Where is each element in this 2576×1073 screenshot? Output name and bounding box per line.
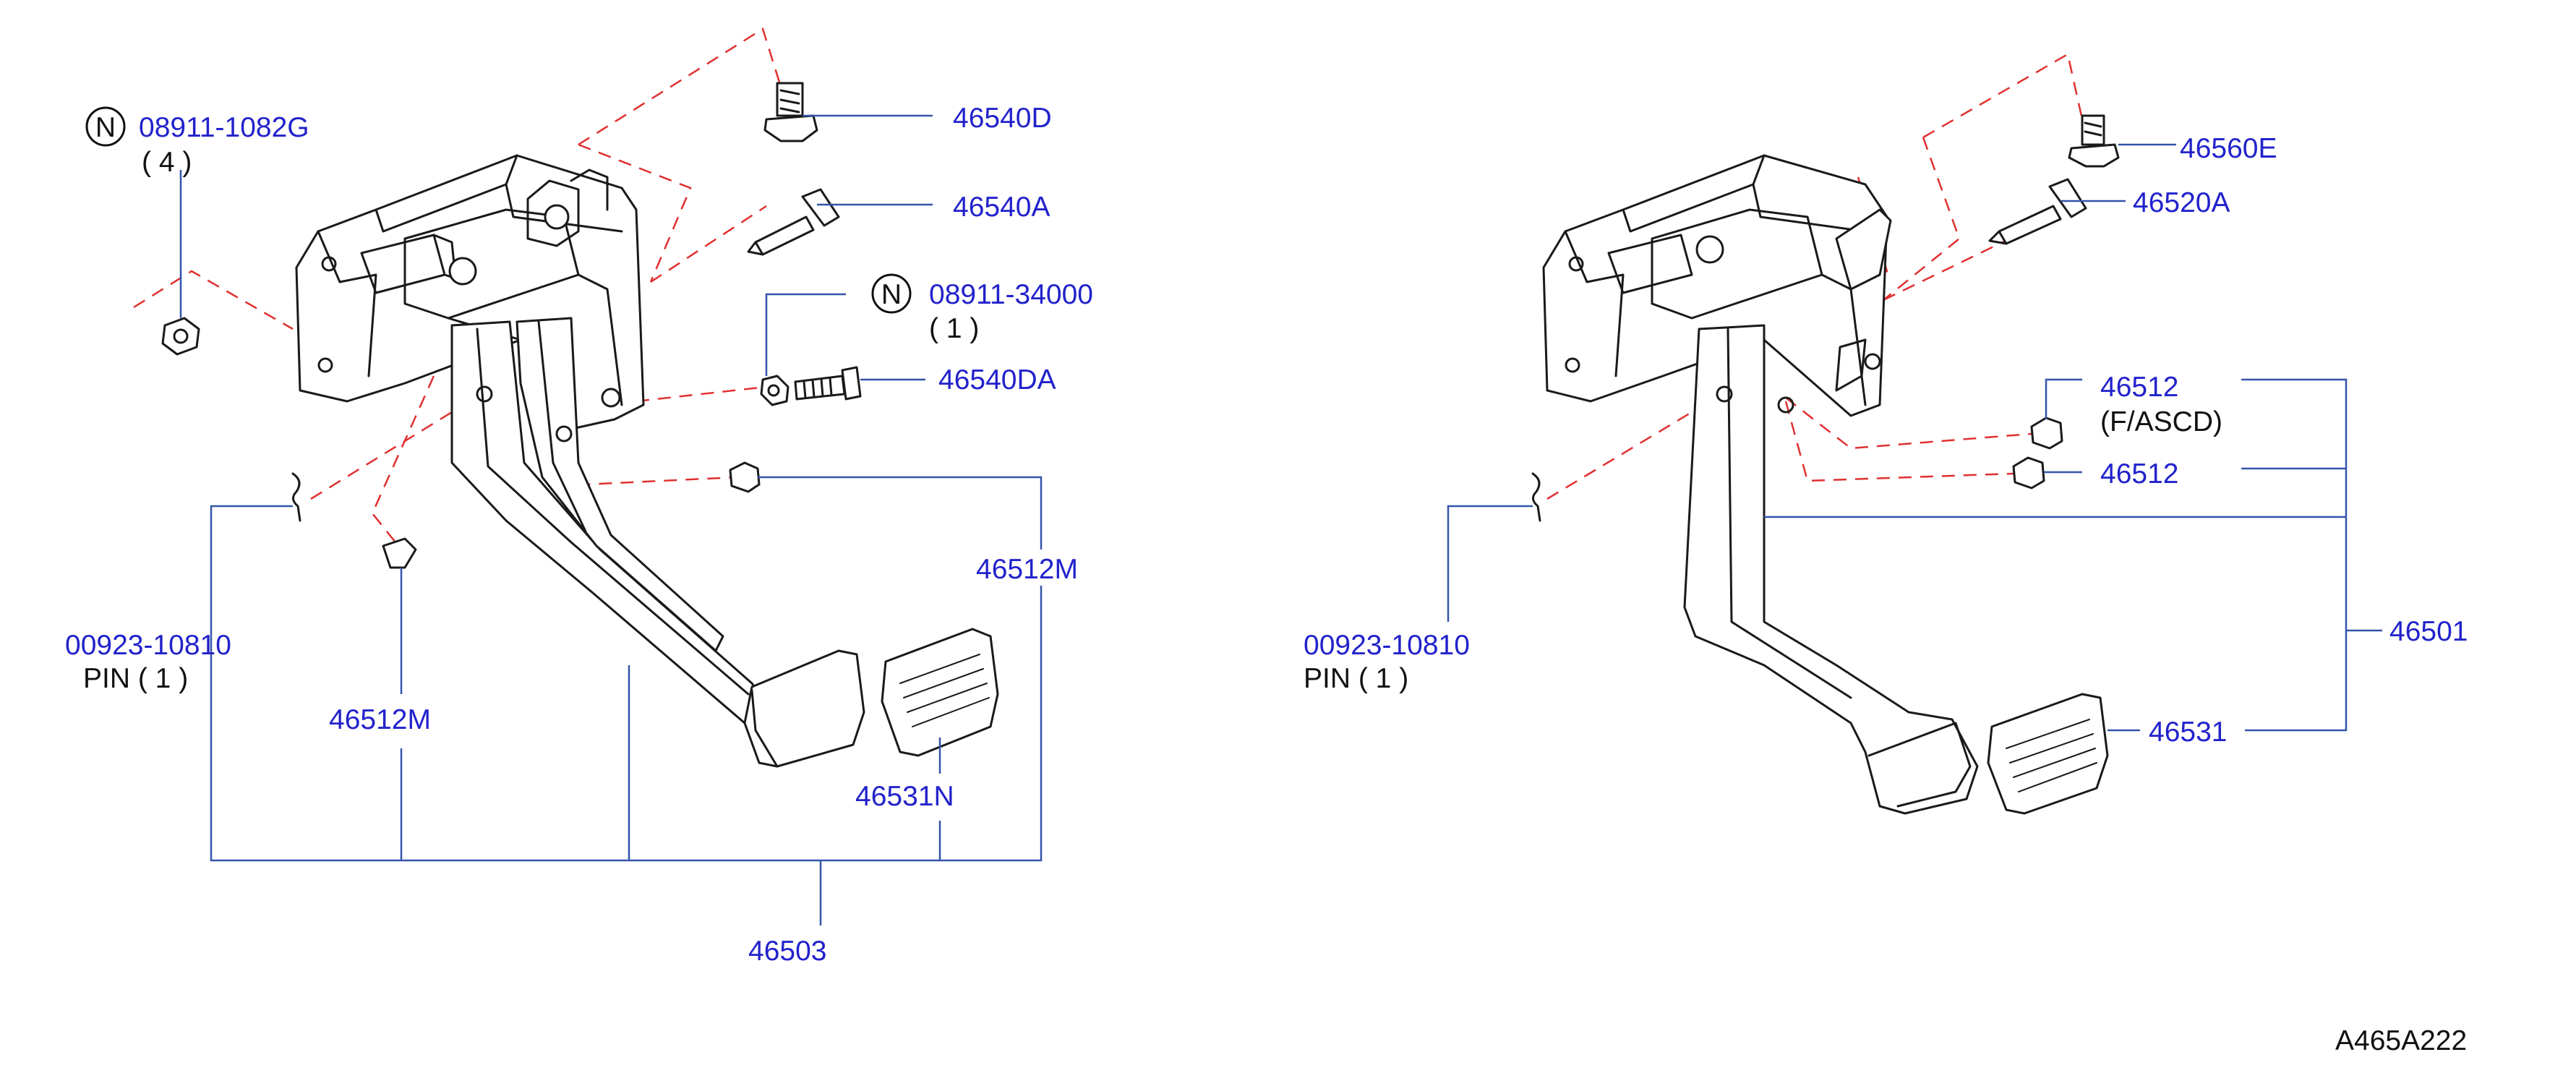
- part-label-00923-10810-right[interactable]: 00923-10810: [1304, 630, 1470, 661]
- pin-desc-right: PIN ( 1 ): [1304, 663, 1408, 694]
- diagram-ref-code: A465A222: [2335, 1025, 2467, 1056]
- left-dashed-guides: [133, 27, 782, 550]
- qty-label-nut-2: ( 1 ): [929, 313, 979, 344]
- part-label-46512M-left[interactable]: 46512M: [329, 704, 431, 735]
- part-label-46512-fascd[interactable]: 46512: [2100, 372, 2178, 403]
- part-label-46560E[interactable]: 46560E: [2180, 133, 2277, 164]
- right-hardware: [1531, 114, 2120, 522]
- part-label-46520A[interactable]: 46520A: [2133, 187, 2230, 218]
- qty-label-nut-1: ( 4 ): [142, 147, 192, 178]
- n-marker-1: N: [95, 112, 116, 143]
- left-assembly: N 08911-1082G ( 4 ) 46540D 46540A N 0891…: [65, 27, 1093, 967]
- pin-desc-left: PIN ( 1 ): [83, 663, 188, 694]
- n-marker-circle: [85, 106, 126, 147]
- part-label-46512[interactable]: 46512: [2100, 458, 2178, 490]
- left-pedal-pads: [743, 628, 999, 768]
- part-label-46531[interactable]: 46531: [2149, 717, 2227, 748]
- note-fascd: (F/ASCD): [2100, 406, 2222, 437]
- n-marker-2: N: [881, 279, 902, 310]
- part-label-46540D[interactable]: 46540D: [953, 103, 1052, 134]
- right-leaders: [1447, 143, 2382, 732]
- right-labels: 46560E 46520A 46512 (F/ASCD) 46512 00923…: [1304, 133, 2468, 748]
- right-assembly: 46560E 46520A 46512 (F/ASCD) 46512 00923…: [1304, 53, 2468, 815]
- part-label-46512M-right[interactable]: 46512M: [976, 554, 1078, 585]
- right-pedal-bracket: [1542, 154, 1892, 417]
- part-label-00923-10810-left[interactable]: 00923-10810: [65, 630, 231, 661]
- part-label-08911-34000[interactable]: 08911-34000: [929, 279, 1093, 310]
- part-label-46531N[interactable]: 46531N: [855, 781, 954, 812]
- n-marker-circle-2: [871, 273, 912, 314]
- right-pedal-pad: [1987, 693, 2109, 815]
- part-label-46540A[interactable]: 46540A: [953, 192, 1050, 223]
- part-label-46540DA[interactable]: 46540DA: [938, 364, 1056, 396]
- right-pedal-arm: [1683, 324, 1979, 815]
- part-label-46503[interactable]: 46503: [748, 936, 826, 967]
- left-pedal-arms: [450, 317, 768, 724]
- left-leaders: [179, 114, 1043, 925]
- part-label-08911-1082G[interactable]: 08911-1082G: [139, 112, 309, 143]
- left-hardware: [161, 82, 862, 569]
- left-labels: N 08911-1082G ( 4 ) 46540D 46540A N 0891…: [65, 103, 1093, 967]
- part-label-46501[interactable]: 46501: [2389, 616, 2468, 647]
